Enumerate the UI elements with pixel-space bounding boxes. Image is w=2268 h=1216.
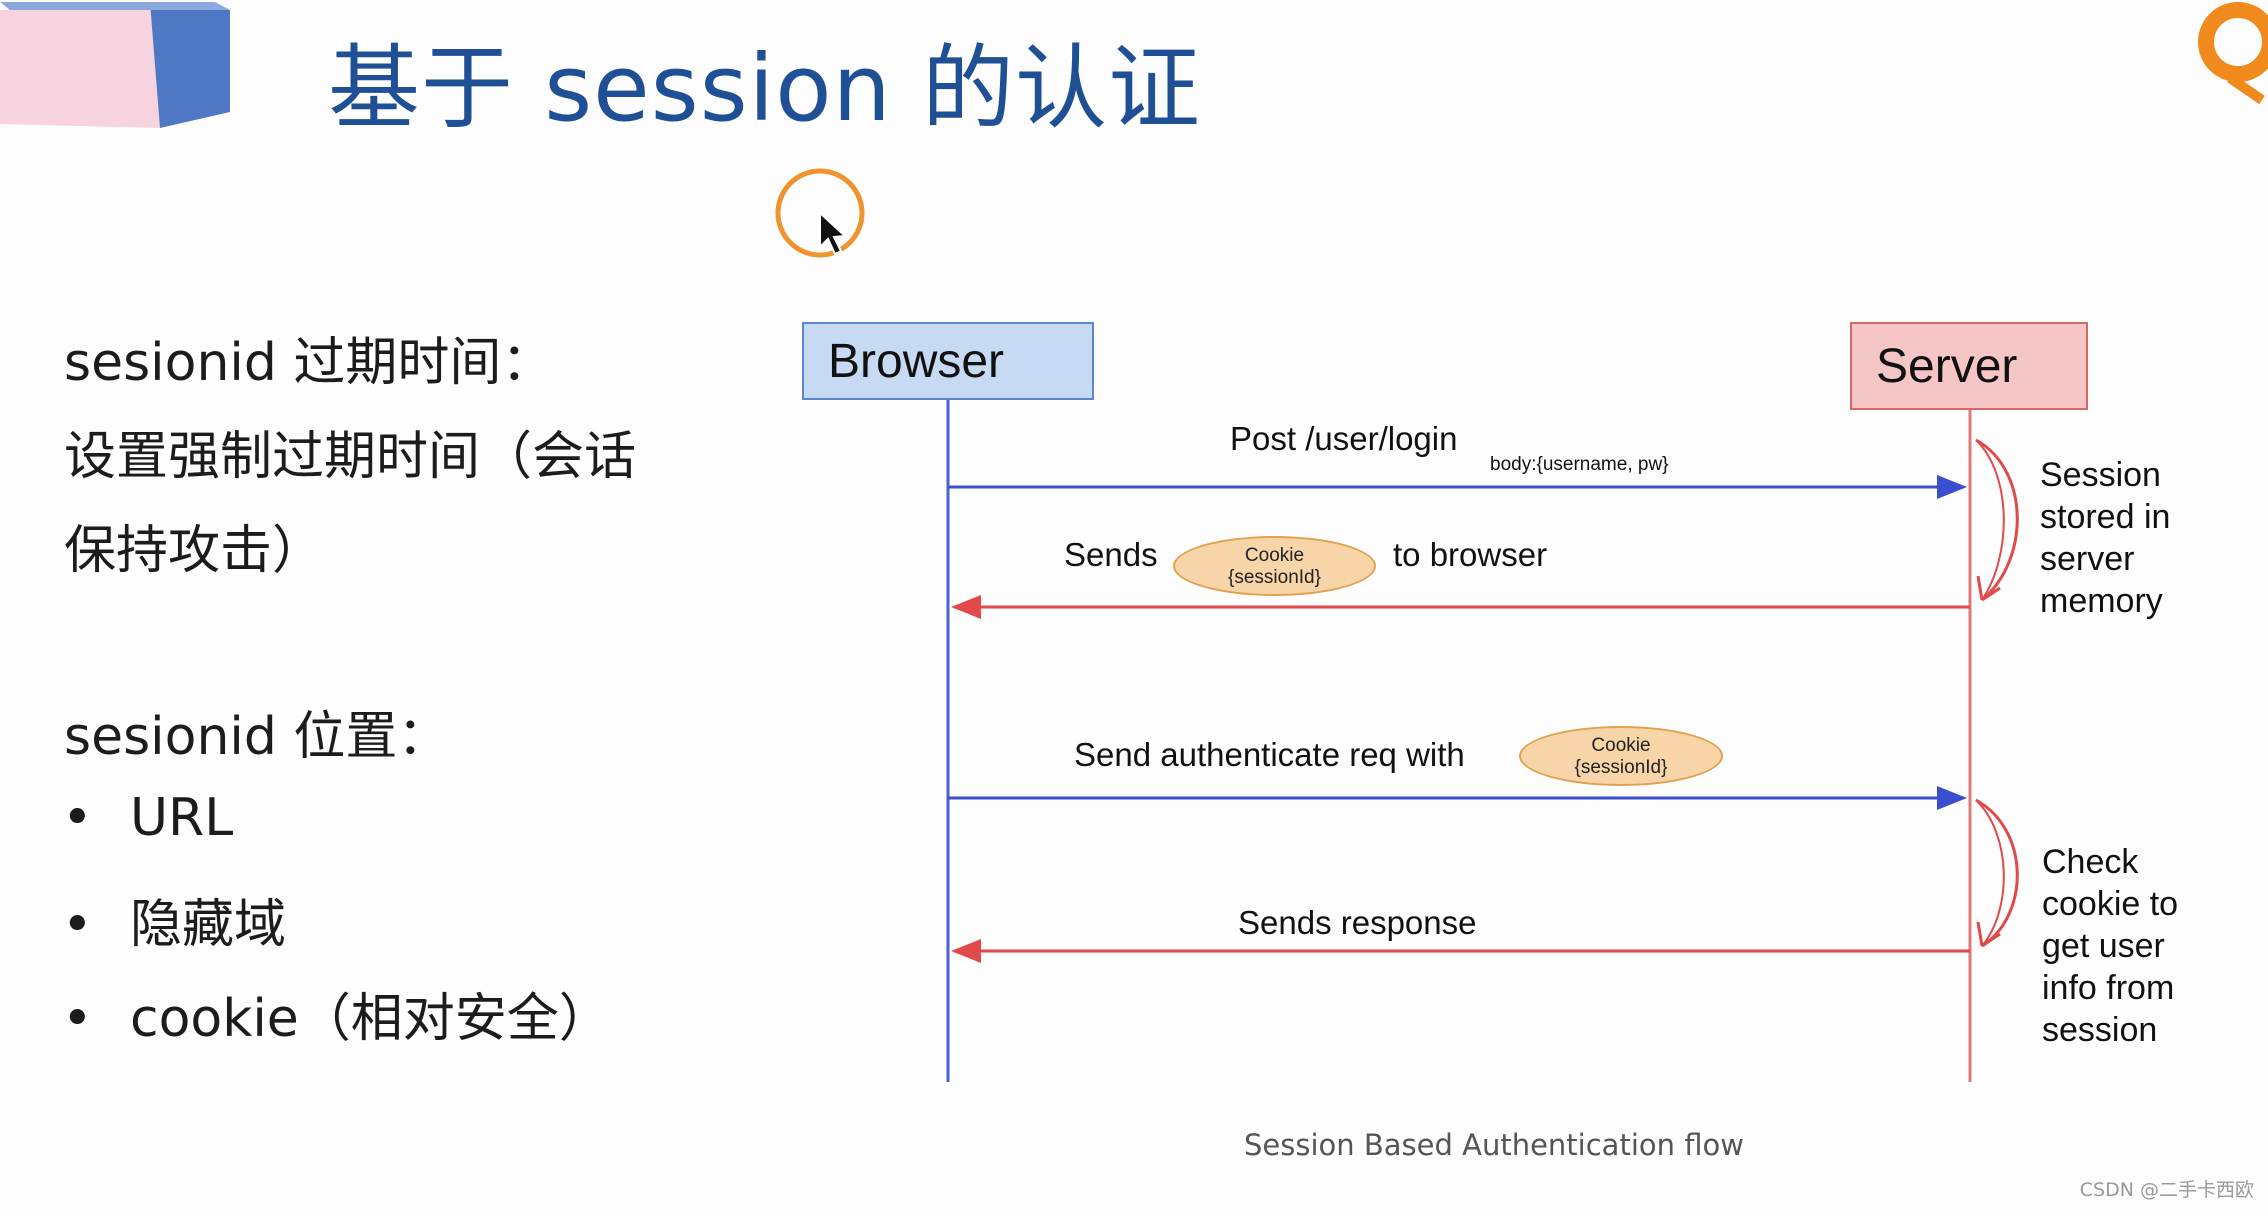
note-session-stored: Session stored in server memory <box>2040 456 2171 620</box>
cookie-badge-1: Cookie {sessionId} <box>1173 536 1376 596</box>
cookie-badge-title: Cookie <box>1591 735 1651 756</box>
bullet-label: 隐藏域 <box>130 895 287 955</box>
bullet-dot: • <box>62 895 93 955</box>
curved-arrow-check <box>1975 798 2019 948</box>
watermark: CSDN @二手卡西欧 <box>2079 1179 2254 1201</box>
cookie-badge-2: Cookie {sessionId} <box>1519 726 1723 786</box>
curved-arrow-store <box>1975 438 2019 602</box>
bullet-dot: • <box>62 788 93 848</box>
cookie-badge-value: {sessionId} <box>1228 567 1321 588</box>
message-to-browser: to browser <box>1393 536 1548 573</box>
message-post-login: Post /user/login <box>1230 420 1458 457</box>
bullet-dot: • <box>62 989 93 1049</box>
bullet-item-hidden-field: • 隐藏域 <box>62 882 286 957</box>
browser-box: Browser <box>802 322 1094 400</box>
message-sends-response: Sends response <box>1238 904 1477 941</box>
cookie-badge-title: Cookie <box>1244 545 1305 566</box>
message-auth-request: Send authenticate req with <box>1074 736 1465 773</box>
bullet-item-cookie: • cookie（相对安全） <box>62 976 611 1051</box>
expire-heading: sesionid 过期时间： <box>64 333 554 393</box>
server-box: Server <box>1850 322 2088 410</box>
location-heading: sesionid 位置： <box>64 707 450 767</box>
bullet-label: cookie（相对安全） <box>130 989 611 1049</box>
expire-line-1: 设置强制过期时间（会话 <box>64 427 637 487</box>
message-post-body: body:{username, pw} <box>1490 454 1669 475</box>
diagram-caption: Session Based Authentication flow <box>1244 1128 1744 1162</box>
bullet-label: URL <box>130 788 234 848</box>
cookie-badge-value: {sessionId} <box>1574 757 1668 778</box>
bullet-item-url: • URL <box>62 788 233 848</box>
message-sends: Sends <box>1064 536 1158 573</box>
expire-line-2: 保持攻击） <box>64 521 325 581</box>
note-check-cookie: Check cookie to get user info from sessi… <box>2042 843 2179 1049</box>
slide-title: 基于 session 的认证 <box>328 35 1202 142</box>
